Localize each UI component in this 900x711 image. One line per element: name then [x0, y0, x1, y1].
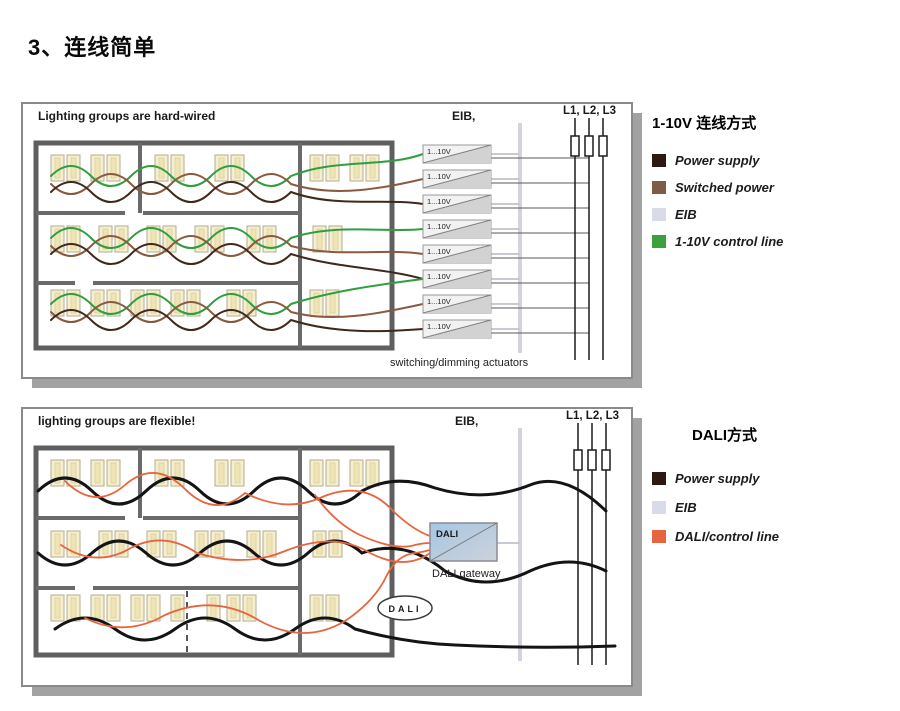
legend-dali-title: DALI方式 — [692, 427, 757, 444]
legend-item-dali-control-line: DALI/control line — [652, 529, 897, 544]
hardwired-phase-label: L1, L2, L3 — [563, 105, 616, 117]
legend-item-switched-power: Switched power — [652, 180, 897, 195]
phase-lines — [570, 118, 608, 360]
svg-text:1...10V: 1...10V — [427, 272, 451, 281]
actuator-box: 1...10V — [422, 244, 492, 264]
dali-control-cables — [60, 472, 431, 634]
actuator-column: 1...10V 1...10V 1...10V 1...10V 1...10V … — [422, 144, 492, 339]
legend-item-eib: EIB — [652, 500, 897, 515]
svg-text:1...10V: 1...10V — [427, 297, 451, 306]
legend-dali: DALI方式 Power supply EIB DALI/control lin… — [652, 424, 897, 558]
svg-text:1...10V: 1...10V — [427, 222, 451, 231]
actuator-box: 1...10V — [422, 294, 492, 314]
dali-diagram: lighting groups are flexible! EIB, L1, L… — [21, 407, 642, 696]
svg-text:1...10V: 1...10V — [427, 247, 451, 256]
phase-lines — [573, 423, 611, 665]
legend-item-control-line: 1-10V control line — [652, 234, 897, 249]
dali-gateway-caption: DALI gateway — [432, 568, 501, 580]
power-supply-swatch — [652, 154, 666, 167]
hardwired-diagram: Lighting groups are hard-wired EIB, L1, … — [21, 102, 642, 388]
dali-eib-label: EIB, — [455, 414, 478, 428]
fuse-l3 — [601, 449, 611, 471]
dali-control-line-swatch — [652, 530, 666, 543]
hardwired-eib-label: EIB, — [452, 109, 475, 123]
legend-item-power-supply: Power supply — [652, 153, 897, 168]
actuators-caption: switching/dimming actuators — [390, 357, 529, 369]
legend-item-power-supply: Power supply — [652, 471, 897, 486]
hardwired-heading: Lighting groups are hard-wired — [38, 109, 215, 123]
page-title: 3、连线简单 — [28, 35, 157, 60]
legend-item-eib: EIB — [652, 207, 897, 222]
switched-power-swatch — [652, 181, 666, 194]
power-supply-swatch — [652, 472, 666, 485]
fuse-l1 — [573, 449, 583, 471]
actuator-box: 1...10V — [422, 144, 492, 164]
actuator-box: 1...10V — [422, 194, 492, 214]
power-cables — [36, 476, 617, 649]
svg-text:1...10V: 1...10V — [427, 197, 451, 206]
dali-gateway: DALI DALI gateway — [429, 522, 520, 580]
fuse-l2 — [587, 449, 597, 471]
actuator-box: 1...10V — [422, 219, 492, 239]
dali-logo: DALI — [377, 595, 433, 621]
fuse-l2 — [584, 135, 594, 157]
legend-1-10v: 1-10V 连线方式 Power supply Switched power E… — [652, 112, 897, 261]
actuator-box: 1...10V — [422, 269, 492, 289]
actuator-box: 1...10V — [422, 169, 492, 189]
control-line-swatch — [652, 235, 666, 248]
floor-plan — [33, 140, 395, 351]
legend-1-10v-title: 1-10V 连线方式 — [652, 115, 757, 132]
svg-text:1...10V: 1...10V — [427, 172, 451, 181]
dali-logo-label: DALI — [389, 604, 422, 614]
fuse-l1 — [570, 135, 580, 157]
eib-swatch — [652, 208, 666, 221]
hardwired-cables — [50, 153, 424, 333]
dali-heading: lighting groups are flexible! — [38, 414, 195, 428]
actuator-box: 1...10V — [422, 319, 492, 339]
fuse-l3 — [598, 135, 608, 157]
dali-gateway-box-label: DALI — [436, 529, 458, 540]
floor-plan — [33, 445, 395, 658]
actuator-connections — [491, 153, 589, 334]
svg-text:1...10V: 1...10V — [427, 147, 451, 156]
svg-text:1...10V: 1...10V — [427, 322, 451, 331]
dali-phase-label: L1, L2, L3 — [566, 410, 619, 422]
eib-swatch — [652, 501, 666, 514]
